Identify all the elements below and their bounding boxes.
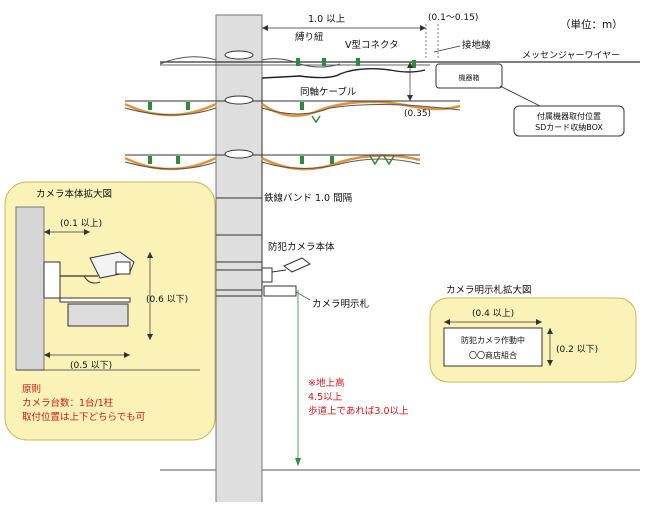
label-tie-string: 縛り紐 [295,31,324,43]
detail-camera [43,251,135,327]
camera-detail-dim-top: (0.1 以上) [60,218,102,229]
sign-detail-title: カメラ明示札拡大図 [446,284,532,296]
equipment-box-label: 機器箱 [459,73,480,82]
rule-line1: カメラ台数：1台/1柱 [22,397,114,409]
label-v-connector: V型コネクタ [345,40,399,51]
green-markers-top [296,58,416,68]
sign-detail-dim-width: (0.4 以上) [472,308,514,319]
coax-cable-line [261,67,426,79]
camera-sign-illustration [263,285,297,297]
iron-bands [216,197,262,297]
label-coax-cable: 同軸ケーブル [300,86,357,98]
insulator-top [224,50,254,60]
accessory-info-box [513,105,625,137]
camera-detail-dim-height: (0.6 以下) [146,295,188,305]
accessory-box-line2: SDカード収納BOX [535,122,603,132]
height-note-3: 歩道上であれば3.0以上 [308,405,409,417]
ground-wire-leader [433,45,461,53]
label-messenger-wire: メッセンジャーワイヤー [522,50,620,61]
label-camera-body: 防犯カメラ本体 [268,241,335,253]
sign-detail-dim-height: (0.2 以下) [556,345,598,355]
equipment-box [435,63,503,89]
height-note-1: ※地上高 [308,377,344,389]
unit-label: （単位：m） [560,18,623,31]
height-note-2: 4.5以上 [308,392,343,403]
wire-row-3 [124,149,421,171]
detail-pole [15,206,45,371]
camera-body-illustration [261,257,311,283]
camera-detail-title: カメラ本体拡大図 [36,188,112,200]
camera-detail-dim-bottom: (0.5 以下) [70,361,112,371]
utility-pole [215,14,263,506]
sign-line1: 防犯カメラ作動中 [461,335,525,345]
label-gap: (0.35) [404,109,431,119]
label-top-min-dist: 1.0 以上 [308,14,346,25]
sign-line2: 〇〇商店組合 [469,350,517,360]
label-iron-band: 鉄線バンド 1.0 間隔 [264,192,353,204]
rule-title: 原則 [22,384,41,395]
sign-plate [443,327,543,367]
label-camera-sign: カメラ明示札 [312,298,370,310]
label-range: (0.1～0.15) [428,13,478,23]
label-ground-wire: 接地線 [462,39,491,51]
wire-row-2 [124,95,461,124]
accessory-box-line1: 付属機器取付位置 [537,111,601,121]
rule-line2: 取付位置は上下どちらでも可 [22,411,145,423]
